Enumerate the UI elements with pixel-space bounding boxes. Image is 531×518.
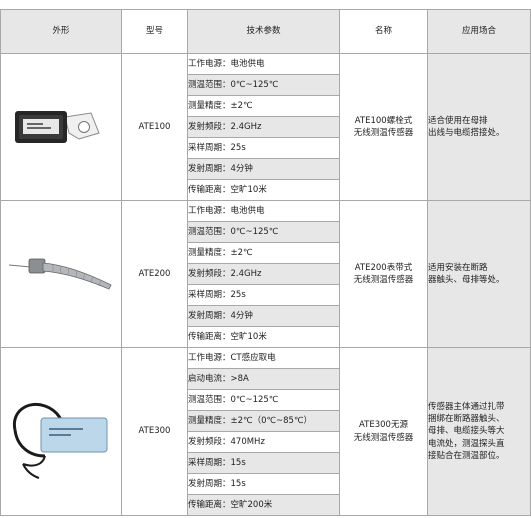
name-ate200: ATE200表带式 无线测温传感器 bbox=[339, 200, 428, 348]
param-ate100-1: 测温范围：0℃~125℃ bbox=[187, 74, 340, 96]
param-ate300-6: 发射周期：15s bbox=[187, 473, 340, 495]
param-ate200-0: 工作电源：电池供电 bbox=[187, 200, 340, 222]
param-ate300-7: 传输距离：空旷200米 bbox=[187, 494, 340, 516]
header-model: 型号 bbox=[121, 9, 188, 54]
model-ate300: ATE300 bbox=[121, 347, 188, 516]
application-line: 适合使用在母排 bbox=[428, 115, 488, 126]
ct-powered-sensor-icon bbox=[12, 402, 108, 479]
product-image-ate300 bbox=[0, 347, 122, 516]
application-line: 电流处，测温探头直 bbox=[428, 438, 505, 449]
application-ate200: 适用安装在断路 器触头、母排等处。 bbox=[427, 200, 531, 348]
product-spec-table: 外形 型号 技术参数 名称 应用场合 ATE100 工作电源：电池供 bbox=[0, 9, 531, 516]
product-image-ate200 bbox=[0, 200, 122, 348]
application-ate300: 传感器主体通过扎带 捆绑在断路器触头、 母排、电缆接头等大 电流处，测温探头直 … bbox=[427, 347, 531, 516]
param-ate100-5: 发射周期：4分钟 bbox=[187, 158, 340, 180]
strap-sensor-icon bbox=[8, 258, 112, 290]
param-ate300-2: 测温范围：0℃~125℃ bbox=[187, 389, 340, 411]
param-ate200-1: 测温范围：0℃~125℃ bbox=[187, 221, 340, 243]
header-tech-params: 技术参数 bbox=[187, 9, 340, 54]
name-line: 无线测温传感器 bbox=[353, 128, 414, 138]
name-ate300: ATE300无源 无线测温传感器 bbox=[339, 347, 428, 516]
param-ate100-3: 发射频段：2.4GHz bbox=[187, 116, 340, 138]
name-line: ATE100螺栓式 bbox=[354, 115, 413, 126]
name-line: ATE200表带式 bbox=[354, 262, 413, 273]
model-ate200: ATE200 bbox=[121, 200, 188, 348]
name-ate100: ATE100螺栓式 无线测温传感器 bbox=[339, 53, 428, 201]
param-ate200-5: 发射周期：4分钟 bbox=[187, 305, 340, 327]
param-ate100-6: 传输距离：空旷10米 bbox=[187, 179, 340, 201]
application-ate100: 适合使用在母排 出线与电缆搭接处。 bbox=[427, 53, 531, 201]
param-ate200-4: 采样周期：25s bbox=[187, 284, 340, 306]
param-ate300-1: 启动电流：>8A bbox=[187, 368, 340, 390]
name-line: 无线测温传感器 bbox=[353, 432, 414, 443]
header-appearance: 外形 bbox=[0, 9, 122, 54]
param-ate100-0: 工作电源：电池供电 bbox=[187, 53, 340, 75]
param-ate200-3: 发射频段：2.4GHz bbox=[187, 263, 340, 285]
bolt-mount-sensor-icon bbox=[15, 111, 100, 143]
application-line: 接贴合在测温部位。 bbox=[428, 450, 505, 461]
param-ate300-0: 工作电源：CT感应取电 bbox=[187, 347, 340, 369]
header-name: 名称 bbox=[339, 9, 428, 54]
application-line: 传感器主体通过扎带 bbox=[428, 401, 505, 412]
application-line: 器触头、母排等处。 bbox=[428, 275, 505, 285]
name-line: ATE300无源 bbox=[359, 420, 408, 431]
application-line: 适用安装在断路 bbox=[428, 262, 488, 273]
param-ate100-4: 采样周期：25s bbox=[187, 137, 340, 159]
name-line: 无线测温传感器 bbox=[353, 275, 414, 285]
param-ate300-5: 采样周期：15s bbox=[187, 452, 340, 474]
param-ate200-2: 测量精度：±2℃ bbox=[187, 242, 340, 264]
application-line: 出线与电缆搭接处。 bbox=[428, 128, 505, 138]
param-ate200-6: 传输距离：空旷10米 bbox=[187, 326, 340, 348]
application-line: 捆绑在断路器触头、 bbox=[428, 414, 505, 425]
product-image-ate100 bbox=[0, 53, 122, 201]
table-header-row: 外形 型号 技术参数 名称 应用场合 bbox=[0, 9, 531, 54]
application-line: 母排、电缆接头等大 bbox=[428, 426, 505, 437]
param-ate100-2: 测量精度：±2℃ bbox=[187, 95, 340, 117]
param-ate300-4: 发射频段：470MHz bbox=[187, 431, 340, 453]
model-ate100: ATE100 bbox=[121, 53, 188, 201]
param-ate300-3: 测量精度：±2℃（0℃~85℃） bbox=[187, 410, 340, 432]
header-application: 应用场合 bbox=[427, 9, 531, 54]
